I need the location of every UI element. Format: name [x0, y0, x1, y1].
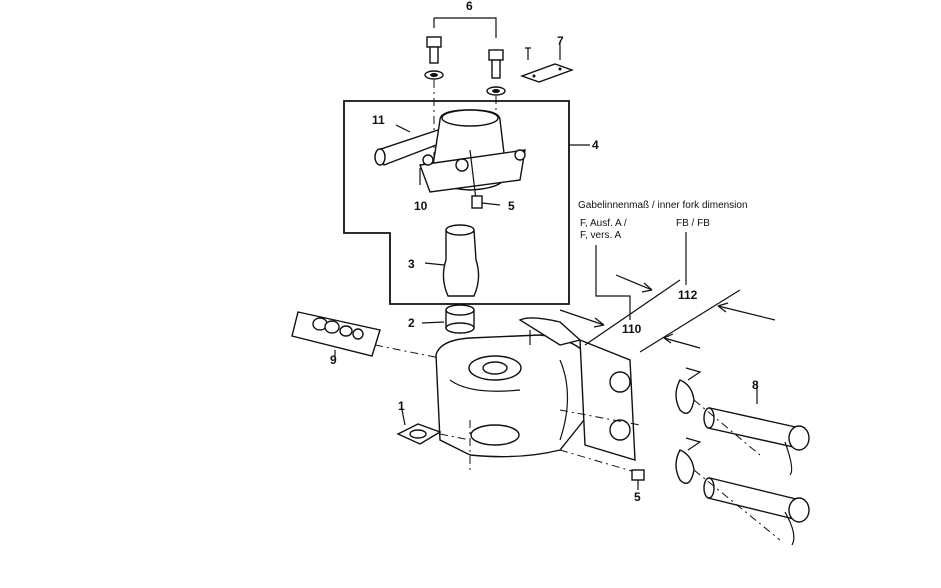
label-part-6: 6 [466, 0, 473, 13]
part-9-kit [291, 311, 381, 360]
part-1-plate [396, 409, 471, 445]
coupling-body [435, 317, 636, 461]
part-5-grease-nipple-lower [631, 469, 645, 490]
label-part-9: 9 [330, 353, 337, 367]
fork-version-a-line2: F, vers. A [580, 230, 621, 241]
label-part-5-upper: 5 [508, 199, 515, 213]
label-part-1: 1 [398, 399, 405, 413]
fork-version-b: FB / FB [676, 218, 710, 229]
part-5-grease-nipple [471, 195, 501, 209]
label-dim-110: 110 [622, 322, 642, 336]
label-part-3: 3 [408, 257, 415, 271]
part-11-housing [374, 109, 526, 201]
fork-dimension-lines [559, 232, 776, 353]
label-dim-112: 112 [678, 288, 698, 302]
label-part-8: 8 [752, 378, 759, 392]
drawing-sheet [292, 0, 814, 560]
label-part-2: 2 [408, 316, 415, 330]
part-2-bushing [421, 304, 475, 334]
fork-version-a-line1: F, Ausf. A / [580, 218, 627, 229]
label-part-7: 7 [557, 34, 564, 48]
part-4-assembly-frame [343, 100, 570, 305]
label-part-4: 4 [592, 138, 599, 152]
label-part-11: 11 [372, 113, 385, 127]
label-part-10: 10 [414, 199, 428, 213]
part-3-pin [424, 224, 480, 297]
part-8-pins [675, 367, 810, 546]
part-7-plate [519, 45, 575, 83]
label-part-5-lower: 5 [634, 490, 641, 504]
part-6-bolts [424, 17, 506, 160]
fork-dimension-title: Gabelinnenmaß / inner fork dimension [578, 200, 748, 211]
